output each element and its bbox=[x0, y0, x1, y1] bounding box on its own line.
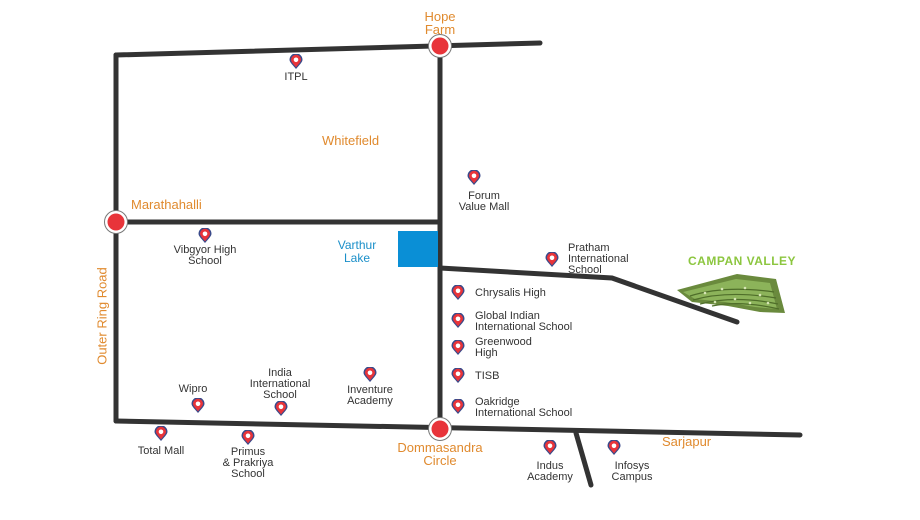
area-label-dommasandra-circle: Dommasandra Circle bbox=[397, 440, 483, 468]
poi-label-global-indian-international-school: Global Indian International School bbox=[475, 310, 573, 333]
area-label-hope-farm: Hope Farm bbox=[424, 9, 456, 37]
location-pin-icon[interactable] bbox=[288, 54, 304, 70]
poi-label-infosys-campus: Infosys Campus bbox=[611, 460, 653, 483]
varthur-lake bbox=[398, 231, 438, 267]
location-pin-icon[interactable] bbox=[240, 430, 256, 446]
poi-label-greenwood-high: Greenwood High bbox=[475, 336, 532, 359]
varthur-lake-label: Varthur Lake bbox=[337, 238, 377, 265]
poi-label-india-international-school: India International School bbox=[249, 367, 311, 401]
poi-label-vibgyor-high-school: Vibgyor High School bbox=[173, 244, 237, 267]
junction-marathahalli-icon bbox=[103, 209, 129, 235]
poi-label-tisb: TISB bbox=[475, 370, 500, 382]
location-pin-icon[interactable] bbox=[450, 368, 466, 384]
location-pin-icon[interactable] bbox=[466, 170, 482, 186]
location-pin-icon[interactable] bbox=[606, 440, 622, 456]
location-pin-icon[interactable] bbox=[197, 228, 213, 244]
location-pin-icon[interactable] bbox=[450, 285, 466, 301]
road-south-spur bbox=[573, 430, 594, 488]
poi-label-wipro: Wipro bbox=[178, 383, 208, 395]
poi-label-pratham-international-school: Pratham International School bbox=[568, 242, 629, 276]
location-pin-icon[interactable] bbox=[542, 440, 558, 456]
road-network bbox=[113, 40, 803, 488]
road-to-campan-valley bbox=[437, 265, 740, 325]
poi-label-chrysalis-high: Chrysalis High bbox=[475, 287, 546, 299]
poi-label-itpl: ITPL bbox=[284, 71, 308, 83]
road-south-sarjapur bbox=[113, 418, 803, 438]
location-pin-icon[interactable] bbox=[273, 401, 289, 417]
area-label-whitefield: Whitefield bbox=[322, 133, 380, 148]
poi-label-primus-prakriya-school: Primus & Prakriya School bbox=[222, 446, 274, 480]
location-pin-icon[interactable] bbox=[450, 313, 466, 329]
area-label-sarjapur: Sarjapur bbox=[662, 434, 712, 449]
project-site-aerial bbox=[677, 274, 785, 313]
poi-label-inventure-academy: Inventure Academy bbox=[347, 384, 393, 407]
area-label-outer-ring-road: Outer Ring Road bbox=[94, 267, 110, 365]
poi-label-indus-academy: Indus Academy bbox=[527, 460, 573, 483]
location-pin-icon[interactable] bbox=[362, 367, 378, 383]
area-label-marathahalli: Marathahalli bbox=[131, 197, 202, 212]
location-pin-icon[interactable] bbox=[190, 398, 206, 414]
road-itpl-north bbox=[113, 40, 543, 58]
location-pin-icon[interactable] bbox=[544, 252, 560, 268]
poi-label-oakridge-international-school: Oakridge International School bbox=[475, 396, 573, 419]
project-name-label: CAMPAN VALLEY bbox=[688, 254, 797, 268]
poi-label-forum-value-mall: Forum Value Mall bbox=[458, 190, 510, 213]
poi-label-total-mall: Total Mall bbox=[137, 445, 185, 457]
location-pin-icon[interactable] bbox=[153, 426, 169, 442]
location-pin-icon[interactable] bbox=[450, 399, 466, 415]
location-pin-icon[interactable] bbox=[450, 340, 466, 356]
junction-dommasandra-icon bbox=[427, 416, 453, 442]
